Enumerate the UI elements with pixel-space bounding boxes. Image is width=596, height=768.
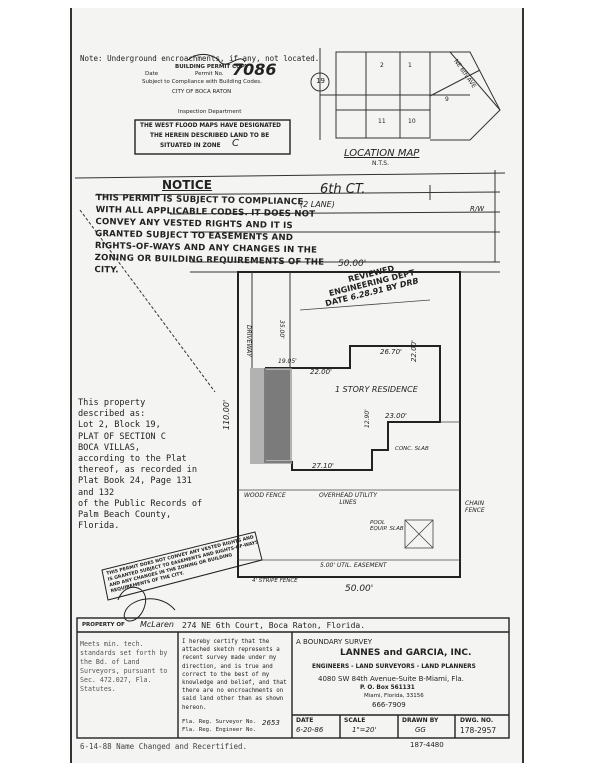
reg-number: 2653: [262, 719, 280, 727]
leader-line: [79, 209, 216, 393]
dim-22b: 22.00': [410, 340, 418, 362]
dim-27: 27.10': [312, 462, 334, 470]
date-label: Date: [145, 71, 159, 77]
description-line: according to the Plat: [78, 454, 187, 465]
description-line: Palm Beach County,: [78, 510, 172, 521]
description-line: PLAT OF SECTION C: [78, 431, 166, 442]
flood-stamp-line1: THE WEST FLOOD MAPS HAVE DESIGNATED: [140, 123, 281, 129]
carport-slab: [266, 370, 290, 460]
dim-26: 26.70': [380, 348, 402, 356]
reg-engineer: Fla. Reg. Engineer No.: [182, 727, 257, 733]
reference-number: 187-4480: [410, 741, 444, 749]
drawn-cell-value: GG: [415, 726, 426, 734]
company-po-box: P. O. Box 561131: [360, 685, 415, 691]
description-line: Lot 2, Block 19,: [78, 420, 161, 431]
description-line: and 132: [78, 487, 115, 498]
wood-fence-label: WOOD FENCE: [244, 492, 286, 499]
flood-stamp-border: [134, 119, 291, 155]
property-description: This property described as: Lot 2, Block…: [78, 398, 202, 532]
permit-number: 7086: [232, 60, 277, 79]
description-line: Florida.: [78, 521, 120, 532]
signature-scribble: [117, 586, 176, 622]
dim-23: 23.00': [385, 412, 407, 420]
scale-cell-label: SCALE: [344, 717, 366, 724]
bottom-stamp-border: [101, 531, 263, 601]
lot-label-11: 11: [378, 118, 386, 125]
permit-copy-label: BUILDING PERMIT COPY: [175, 64, 249, 70]
inspector-signature: [187, 53, 246, 65]
company-name: LANNES and GARCIA, INC.: [340, 648, 472, 658]
dim-12: 12.90': [364, 409, 371, 428]
lot-label-1: 1: [408, 62, 412, 69]
company-phone: 666-7909: [372, 701, 406, 709]
date-cell-label: DATE: [296, 717, 314, 724]
drawn-cell-label: DRAWN BY: [402, 717, 439, 724]
lot-width-bottom: 50.00': [345, 584, 374, 594]
rear-easement: 5.00' UTIL. EASEMENT: [320, 562, 387, 569]
location-map-circle-label: 19: [316, 77, 325, 85]
location-map-title: LOCATION MAP: [344, 148, 420, 159]
title-block-lines: [76, 617, 510, 739]
flood-zone: C: [232, 138, 239, 149]
description-line: thereof, as recorded in: [78, 465, 197, 476]
dwg-cell-label: DWG. NO.: [460, 717, 494, 724]
right-of-way: R/W: [470, 205, 485, 213]
lot-label-10: 10: [408, 118, 416, 125]
street-name: 6th CT.: [320, 182, 366, 197]
notice-block: THIS PERMIT IS SUBJECT TO COMPLIANCE WIT…: [94, 192, 325, 281]
reg-surveyor: Fla. Reg. Surveyor No.: [182, 719, 257, 725]
notice-title: NOTICE: [162, 178, 212, 192]
company-address: 4080 SW 84th Avenue-Suite B-Miami, Fla.: [318, 675, 464, 683]
driveway-label: DRIVEWAY: [245, 325, 252, 357]
lot-boundary: [237, 271, 461, 578]
dim-22a: 22.00': [310, 368, 332, 376]
property-address: 274 NE 6th Court, Boca Raton, Florida.: [182, 621, 366, 630]
recertified-note: 6-14-88 Name Changed and Recertified.: [80, 742, 248, 751]
location-map-scale: N.T.S.: [372, 160, 389, 167]
date-cell-value: 6-20-86: [296, 726, 324, 734]
flood-stamp-line2: THE HEREIN DESCRIBED LAND TO BE: [150, 133, 270, 139]
stripe-fence: 4' STRIPE FENCE: [252, 578, 298, 584]
description-line: BOCA VILLAS,: [78, 442, 141, 453]
dwg-cell-value: 178-2957: [460, 726, 497, 735]
inspection-dept: Inspection Department: [178, 109, 242, 115]
description-line: Plat Book 24, Page 131: [78, 476, 192, 487]
subject-compliance: Subject to Compliance with Building Code…: [142, 79, 262, 85]
underground-note: Note: Underground encroachments, if any,…: [80, 54, 320, 63]
house-label: 1 STORY RESIDENCE: [335, 385, 418, 394]
lot-label-2: 2: [380, 62, 384, 69]
scale-cell-value: 1"=20': [352, 726, 377, 734]
city-line: CITY OF BOCA RATON: [172, 89, 232, 95]
dim-19: 19.05': [278, 358, 297, 365]
description-line: described as:: [78, 409, 146, 420]
company-city: Miami, Florida, 33156: [364, 693, 424, 699]
company-subtitle: ENGINEERS - LAND SURVEYORS - LAND PLANNE…: [312, 664, 476, 670]
pool-equip-label: POOL EQUIP. SLAB: [370, 520, 404, 532]
property-owner: McLaren: [140, 620, 174, 629]
survey-type: A BOUNDARY SURVEY: [296, 638, 373, 646]
conc-slab: CONC. SLAB: [395, 446, 429, 452]
survey-sheet: [70, 8, 524, 763]
driveway-lines: [251, 272, 291, 368]
lot-width-top: 50.00': [338, 259, 367, 269]
dim-35: 35.00': [278, 320, 285, 339]
description-line: of the Public Records of: [78, 498, 203, 509]
meets-standards: Meets min. tech. standards set forth by …: [80, 640, 168, 693]
chain-fence-label: CHAIN FENCE: [465, 500, 485, 514]
street-lanes: (2 LANE): [300, 200, 335, 209]
location-map-drawing: [310, 48, 501, 141]
permit-no-label: Permit No.: [195, 71, 224, 77]
lot-label-9: 9: [445, 96, 449, 103]
property-of-label: PROPERTY OF: [82, 622, 125, 628]
flood-stamp-line3: SITUATED IN ZONE: [160, 143, 221, 149]
description-line: This property: [78, 398, 146, 408]
overhead-utility-label: OVERHEAD UTILITY LINES: [319, 492, 377, 506]
lot-depth: 110.00': [222, 399, 231, 430]
certification-text: I hereby certify that the attached sketc…: [182, 639, 287, 711]
